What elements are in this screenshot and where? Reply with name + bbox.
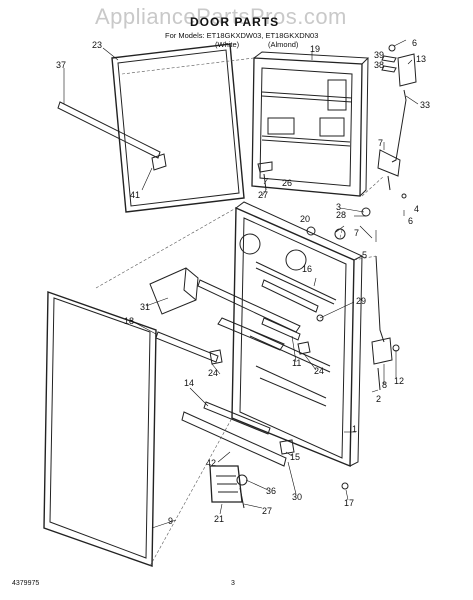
hinge-bracket-7: [377, 149, 401, 177]
callout-15: 15: [290, 452, 300, 462]
callout-20: 20: [300, 214, 310, 224]
callout-33: 33: [420, 100, 430, 110]
model-numbers: For Models: ET18GKXDW03, ET18GKXDN03: [165, 31, 319, 40]
screw-4: [401, 193, 407, 199]
callout-39: 39: [374, 50, 384, 60]
callout-29: 29: [356, 296, 366, 306]
bar-42: [181, 411, 287, 467]
end-cap-24-right: [297, 341, 311, 355]
end-cap-24-left: [209, 349, 223, 365]
callout-24: 24: [314, 366, 324, 376]
freezer-door-gasket: [111, 43, 245, 213]
callout-36: 36: [266, 486, 276, 496]
page-number: 3: [231, 580, 235, 587]
dairy-door: [149, 267, 199, 315]
callout-4: 4: [414, 204, 419, 214]
callout-7: 7: [378, 138, 383, 148]
hinge-rod-5: [375, 255, 385, 343]
callout-2: 2: [376, 394, 381, 404]
callout-7: 7: [354, 228, 359, 238]
shelf-bar-16: [261, 279, 319, 313]
nameplate-21: [209, 465, 243, 503]
callout-38: 38: [374, 60, 384, 70]
callout-28: 28: [336, 210, 346, 220]
door-shelf-middle: [217, 317, 285, 351]
shelf-rail-18: [155, 331, 219, 363]
callout-11: 11: [292, 358, 301, 368]
callout-3: 3: [336, 202, 341, 212]
callout-23: 23: [92, 40, 102, 50]
callout-16: 16: [302, 264, 312, 274]
document-number: 4379975: [12, 580, 40, 587]
variant-almond: (Almond): [268, 40, 299, 49]
bar-14: [203, 401, 271, 435]
callout-8: 8: [382, 380, 387, 390]
callout-31: 31: [140, 302, 150, 312]
callout-37: 37: [56, 60, 66, 70]
fresh-food-door-gasket: [43, 291, 157, 567]
freezer-door: [251, 51, 370, 197]
callout-26: 26: [282, 178, 292, 188]
callout-6: 6: [408, 216, 413, 226]
callout-13: 13: [416, 54, 426, 64]
callout-27: 27: [258, 190, 268, 200]
breaker-strip-37: [57, 101, 161, 159]
callout-41: 41: [130, 190, 140, 200]
cap-17: [341, 482, 349, 490]
hinge-rod-33: [391, 89, 407, 163]
spacer-36: [236, 474, 248, 486]
callout-9: 9: [168, 516, 173, 526]
callout-30: 30: [292, 492, 302, 502]
watermark: AppliancePartsPros.com: [95, 4, 347, 29]
hinge-pin-38: [381, 65, 397, 73]
diagram-title: DOOR PARTS: [190, 15, 280, 29]
hinge-pin-39: [381, 55, 397, 63]
lower-hinge-8: [371, 337, 393, 365]
callout-1: 1: [352, 424, 357, 434]
callout-24: 24: [208, 368, 218, 378]
callout-5: 5: [362, 250, 367, 260]
screw-27-bottom: [239, 487, 245, 509]
callout-27: 27: [262, 506, 272, 516]
door-stop-26: [257, 161, 273, 173]
callout-17: 17: [344, 498, 354, 508]
callout-12: 12: [394, 376, 404, 386]
callout-14: 14: [184, 378, 194, 388]
screw-29: [316, 314, 324, 322]
fresh-food-door: [231, 201, 364, 468]
callout-6: 6: [412, 38, 417, 48]
door-shelf-upper: [197, 279, 301, 333]
callout-21: 21: [214, 514, 224, 524]
screw-6-top: [388, 44, 396, 52]
callout-18: 18: [124, 316, 134, 326]
hinge-screw-2: [377, 367, 381, 391]
bar-end-15: [279, 439, 295, 455]
callout-19: 19: [310, 44, 320, 54]
hinge-cover-13: [397, 53, 417, 87]
clip-41: [151, 153, 167, 171]
callout-42: 42: [206, 458, 216, 468]
